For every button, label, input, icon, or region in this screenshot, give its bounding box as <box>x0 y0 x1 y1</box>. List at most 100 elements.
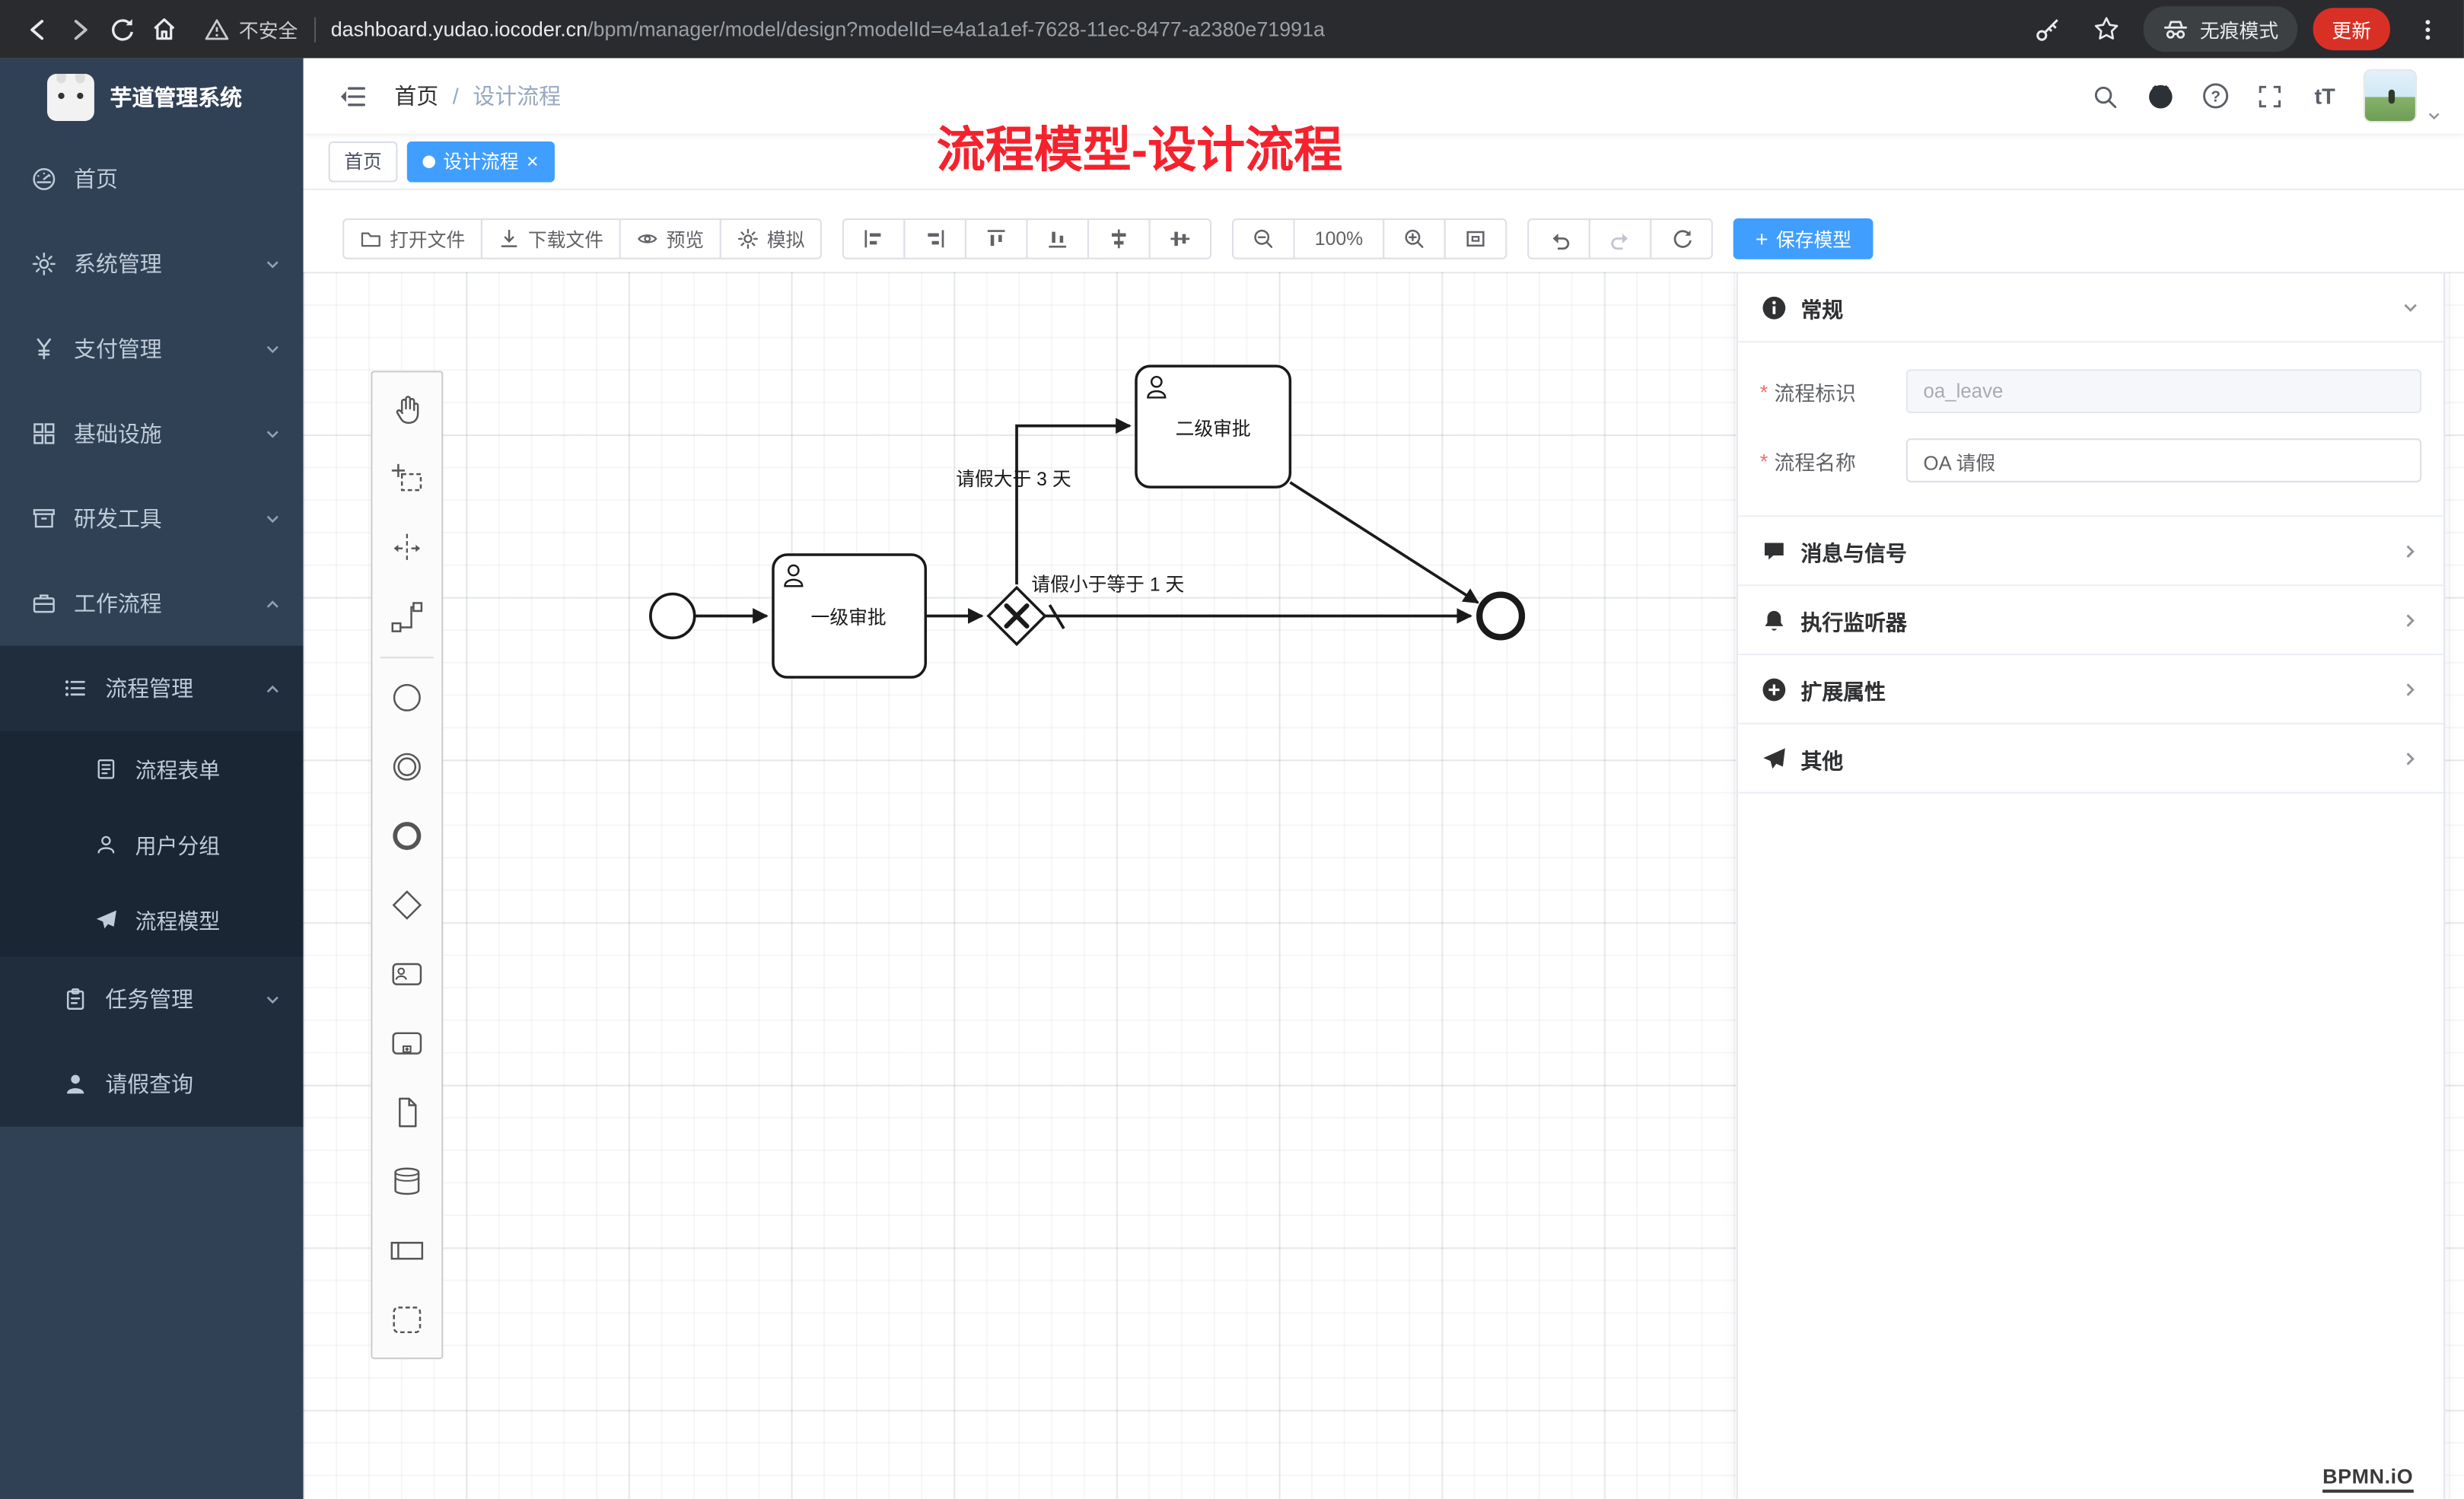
align-left-button[interactable] <box>842 218 906 259</box>
sidebar-item-task-management[interactable]: 任务管理 <box>0 956 304 1042</box>
process-key-row: * 流程标识 <box>1760 369 2422 414</box>
sidebar-item-payment[interactable]: 支付管理 <box>0 307 304 392</box>
avatar-caret-icon[interactable] <box>2426 108 2442 133</box>
align-center-horizontal-button[interactable] <box>1087 218 1151 259</box>
tab-home[interactable]: 首页 <box>328 140 398 182</box>
zoom-reset-button[interactable] <box>1444 218 1507 259</box>
create-participant[interactable] <box>372 1216 441 1285</box>
create-group[interactable] <box>372 1285 441 1354</box>
hand-tool[interactable] <box>372 376 441 445</box>
group-icon <box>393 1306 422 1334</box>
browser-back-button[interactable] <box>16 8 59 50</box>
header-fullscreen-button[interactable] <box>2244 58 2296 133</box>
create-data-store[interactable] <box>372 1147 441 1216</box>
process-key-input[interactable] <box>1905 369 2422 414</box>
breadcrumb-home[interactable]: 首页 <box>394 83 439 109</box>
zoom-in-button[interactable] <box>1383 218 1446 259</box>
sidebar-item-leave-query[interactable]: 请假查询 <box>0 1042 304 1127</box>
sidebar-item-label: 工作流程 <box>74 590 162 616</box>
align-top-button[interactable] <box>965 218 1028 259</box>
bpmn-io-watermark[interactable]: BPMN.iO <box>2322 1465 2414 1493</box>
process-name-input[interactable] <box>1905 438 2422 482</box>
sequence-flow-gateway-to-end[interactable] <box>1045 604 1472 629</box>
open-file-button[interactable]: 打开文件 <box>342 218 482 259</box>
key-button[interactable] <box>2027 8 2070 50</box>
section-execution-listeners[interactable]: 执行监听器 <box>1737 586 2444 656</box>
sidebar-item-workflow[interactable]: 工作流程 <box>0 561 304 646</box>
header-help-button[interactable]: ? <box>2189 58 2241 133</box>
browser-forward-button[interactable] <box>58 8 100 50</box>
user-icon <box>1147 375 1167 399</box>
flow-label-gt3[interactable]: 请假大于 3 天 <box>956 469 1071 490</box>
align-center-vertical-button[interactable] <box>1148 218 1212 259</box>
simulate-button[interactable]: 模拟 <box>719 218 823 259</box>
create-end-event[interactable] <box>372 801 441 870</box>
browser-menu-button[interactable] <box>2406 8 2449 50</box>
sidebar-item-process-model[interactable]: 流程模型 <box>0 881 304 957</box>
user-task-first-approval[interactable]: 一级审批 <box>772 553 928 679</box>
sidebar-logo[interactable]: 芋道管理系统 <box>0 58 304 136</box>
preview-button[interactable]: 预览 <box>619 218 721 259</box>
address-bar[interactable]: dashboard.yudao.iocoder.cn/bpm/manager/m… <box>331 18 2008 41</box>
user-task-second-approval[interactable]: 二级审批 <box>1135 364 1292 489</box>
browser-reload-button[interactable] <box>100 8 143 50</box>
download-file-button[interactable]: 下载文件 <box>480 218 621 259</box>
sequence-flow-gateway-to-task2[interactable] <box>1015 418 1132 585</box>
align-bottom-button[interactable] <box>1026 218 1090 259</box>
lasso-tool[interactable] <box>372 444 441 514</box>
section-other[interactable]: 其他 <box>1737 724 2444 794</box>
create-data-object[interactable] <box>372 1078 441 1147</box>
create-start-event[interactable] <box>372 663 441 732</box>
browser-actions: 无痕模式 更新 <box>2027 6 2449 53</box>
security-label: 不安全 <box>238 20 298 43</box>
eye-icon <box>638 234 657 243</box>
field-label: 流程名称 <box>1774 450 1856 474</box>
create-subprocess[interactable] <box>372 1009 441 1078</box>
global-connect-tool[interactable] <box>372 583 441 652</box>
header-search-button[interactable] <box>2079 58 2131 133</box>
sidebar-item-infrastructure[interactable]: 基础设施 <box>0 391 304 476</box>
sidebar-item-process-management[interactable]: 流程管理 <box>0 645 304 731</box>
sidebar-item-devtools[interactable]: 研发工具 <box>0 476 304 562</box>
security-indicator[interactable]: 不安全 <box>204 14 298 44</box>
zoom-in-icon <box>1405 229 1424 248</box>
start-event[interactable] <box>649 592 696 640</box>
bpmn-diagram: 请假大于 3 天 请假小于等于 1 天 一级审批 <box>649 364 1526 679</box>
sidebar-item-system[interactable]: 系统管理 <box>0 221 304 307</box>
exclusive-gateway[interactable] <box>986 585 1047 647</box>
flow-label-le1[interactable]: 请假小于等于 1 天 <box>1031 574 1184 595</box>
header-font-size-button[interactable]: tT <box>2314 83 2335 109</box>
folder-icon <box>361 232 380 247</box>
restart-button[interactable] <box>1650 218 1713 259</box>
section-extended-properties[interactable]: 扩展属性 <box>1737 655 2444 724</box>
create-gateway[interactable] <box>372 870 441 940</box>
simulate-gear-icon <box>737 228 759 249</box>
browser-home-button[interactable] <box>143 8 186 50</box>
sidebar-collapse-button[interactable] <box>325 58 378 133</box>
redo-button[interactable] <box>1588 218 1652 259</box>
end-event[interactable] <box>1476 591 1526 641</box>
create-intermediate-event[interactable] <box>372 732 441 801</box>
sidebar-item-label: 用户分组 <box>135 834 221 858</box>
save-model-button[interactable]: + 保存模型 <box>1733 218 1874 259</box>
section-messages-signals[interactable]: 消息与信号 <box>1737 517 2444 587</box>
key-icon <box>2037 18 2059 40</box>
user-avatar[interactable] <box>2363 68 2417 123</box>
sidebar-item-user-groups[interactable]: 用户分组 <box>0 806 304 882</box>
tab-close-icon[interactable]: × <box>526 149 539 173</box>
create-user-task[interactable] <box>372 940 441 1009</box>
bookmark-star-button[interactable] <box>2085 8 2128 50</box>
space-tool[interactable] <box>372 514 441 583</box>
zoom-out-button[interactable] <box>1232 218 1295 259</box>
sidebar-item-home[interactable]: 首页 <box>0 137 304 222</box>
hand-icon <box>396 396 419 424</box>
sequence-flow-task2-to-end[interactable] <box>1289 481 1479 604</box>
undo-button[interactable] <box>1527 218 1590 259</box>
align-right-button[interactable] <box>903 218 967 259</box>
section-general[interactable]: 常规 <box>1737 273 2444 343</box>
tab-design-process[interactable]: 设计流程 × <box>406 140 555 182</box>
browser-update-button[interactable]: 更新 <box>2313 8 2390 51</box>
header-github-button[interactable] <box>2134 58 2185 133</box>
zoom-button-group: 100% <box>1232 218 1507 259</box>
sidebar-item-process-form[interactable]: 流程表单 <box>0 730 304 807</box>
